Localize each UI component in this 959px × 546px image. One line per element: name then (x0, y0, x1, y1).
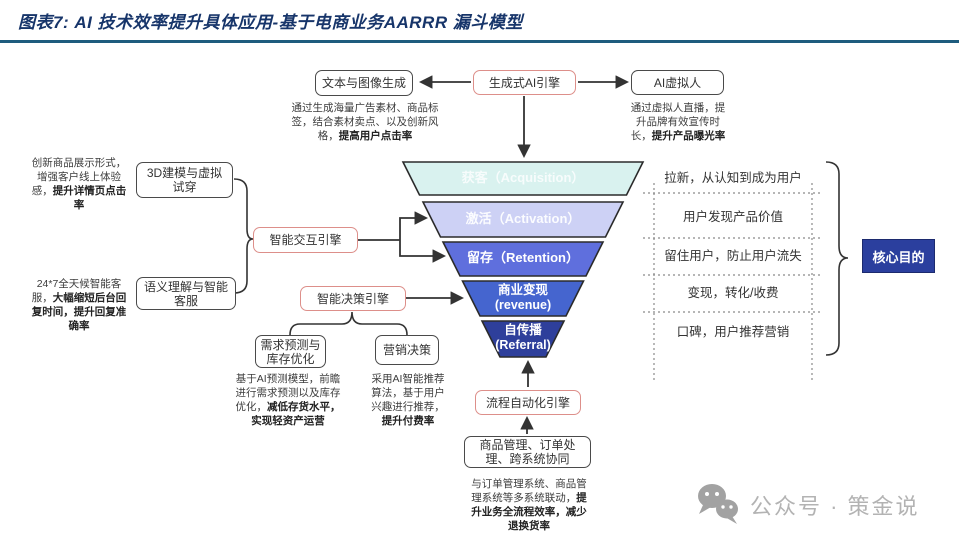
box-decision-engine: 智能决策引擎 (300, 286, 406, 311)
box-operations-label: 商品管理、订单处理、跨系统协同 (479, 438, 576, 466)
funnel-label-revenue-line1: 商业变现 (497, 283, 548, 297)
funnel-desc-acquisition: 拉新，从认知到成为用户 (664, 171, 802, 185)
note-text-bold: 提高用户点击率 (338, 130, 413, 142)
note-text-bold: 提升详情页点击率 (52, 185, 127, 211)
box-3d-modeling-label: 3D建模与虚拟试穿 (146, 166, 223, 194)
box-demand-forecast: 需求预测与库存优化 (255, 335, 326, 368)
funnel-layer-activation-shape (421, 201, 625, 238)
watermark-text: 公众号 · 策金说 (750, 494, 920, 519)
funnel-desc-revenue: 变现，转化/收费 (687, 286, 779, 300)
box-marketing-decision-label: 营销决策 (382, 343, 431, 357)
funnel-layer-retention-shape (441, 241, 605, 277)
note-text: 通过生成海量广告素材、商品标签，结合素材卖点、以及创新风格， (291, 102, 439, 142)
note-text: 与订单管理系统、商品管理系统等多系统联动， (471, 478, 587, 504)
funnel-label-activation: 激活（Activation） (465, 211, 581, 226)
box-operations: 商品管理、订单处理、跨系统协同 (464, 436, 591, 468)
note-smart-service: 24*7全天候智能客服，大幅缩短后台回复时间，提升回复准确率 (30, 277, 128, 333)
funnel-layer-revenue-shape (461, 280, 585, 317)
box-generative-ai-engine-label: 生成式AI引擎 (488, 75, 561, 90)
box-3d-modeling: 3D建模与虚拟试穿 (136, 162, 233, 198)
funnel-label-revenue-line2: (revenue) (494, 298, 552, 312)
arrow-interaction-to-activation (399, 211, 429, 240)
note-text-bold: 提升付费率 (381, 415, 435, 427)
box-marketing-decision: 营销决策 (375, 335, 439, 365)
note-text: 通过虚拟人直播，提升品牌有效宣传时长， (630, 102, 726, 142)
box-semantic-service-label: 语义理解与智能客服 (143, 279, 228, 308)
funnel-label-referral: 自传播 (Referral) (443, 323, 603, 353)
brace-left-interaction (233, 178, 254, 294)
box-demand-forecast-label: 需求预测与库存优化 (260, 337, 321, 366)
funnel-label-retention: 留存（Retention） (467, 250, 579, 265)
funnel-label-revenue: 商业变现 (revenue) (443, 283, 603, 313)
note-text-image-generation: 通过生成海量广告素材、商品标签，结合素材卖点、以及创新风格，提高用户点击率 (287, 101, 443, 143)
note-text-bold: 大幅缩短后台回复时间，提升回复准确率 (31, 292, 127, 332)
funnel-layer-acquisition-shape (401, 161, 645, 196)
box-ai-virtual-human: AI虚拟人 (631, 70, 724, 95)
note-text: 24*7全天候智能客服， (31, 278, 122, 304)
note-3d-modeling: 创新商品展示形式，增强客户线上体验感，提升详情页点击率 (30, 156, 128, 212)
note-operations: 与订单管理系统、商品管理系统等多系统联动，提升业务全流程效率，减少退换货率 (468, 477, 590, 533)
box-generative-ai-engine: 生成式AI引擎 (473, 70, 576, 95)
box-text-image-generation: 文本与图像生成 (315, 70, 413, 96)
brace-decision-children (289, 311, 408, 336)
goal-box-label: 核心目的 (872, 249, 925, 265)
note-text-bold: 提升业务全流程效率，减少退换货率 (471, 492, 587, 532)
funnel-label-referral-line2: (Referral) (495, 338, 551, 352)
funnel-layer-referral-shape (480, 320, 566, 358)
chart-title: 图表7: AI 技术效率提升具体应用-基于电商业务AARRR 漏斗模型 (18, 13, 523, 32)
note-text: 创新商品展示形式，增强客户线上体验感， (31, 157, 127, 197)
box-interaction-engine-label: 智能交互引擎 (269, 233, 342, 247)
note-text: 基于AI预测模型，前瞻进行需求预测以及库存优化， (235, 373, 341, 413)
watermark: 公众号 · 策金说 (696, 482, 920, 528)
box-decision-engine-label: 智能决策引擎 (316, 291, 389, 306)
note-marketing-decision: 采用AI智能推荐算法，基于用户兴趣进行推荐， 提升付费率 (368, 372, 448, 428)
arrow-interaction-to-retention (399, 240, 447, 263)
box-automation-engine-label: 流程自动化引擎 (485, 395, 570, 410)
note-text-bold: 减低存货水平，实现轻资产运营 (251, 401, 341, 427)
title-underline (0, 40, 959, 43)
box-interaction-engine: 智能交互引擎 (253, 227, 358, 253)
wechat-icon (698, 484, 738, 524)
funnel-desc-retention: 留住用户，防止用户流失 (664, 249, 802, 263)
funnel-desc-referral: 口碑，用户推荐营销 (676, 325, 790, 339)
note-demand-forecast: 基于AI预测模型，前瞻进行需求预测以及库存优化，减低存货水平，实现轻资产运营 (234, 372, 342, 428)
note-text-bold: 提升产品曝光率 (651, 130, 726, 142)
goal-box: 核心目的 (862, 239, 935, 273)
funnel-label-acquisition: 获客（Acquisition） (461, 170, 585, 185)
box-ai-virtual-human-label: AI虚拟人 (653, 75, 702, 90)
funnel-label-referral-line1: 自传播 (504, 323, 542, 337)
box-text-image-generation-label: 文本与图像生成 (321, 76, 406, 90)
brace-right-goal (825, 161, 849, 356)
box-automation-engine: 流程自动化引擎 (475, 390, 581, 415)
box-semantic-service: 语义理解与智能客服 (136, 277, 236, 310)
note-ai-virtual-human: 通过虚拟人直播，提升品牌有效宣传时长，提升产品曝光率 (627, 101, 729, 143)
note-text: 采用AI智能推荐算法，基于用户兴趣进行推荐， (371, 373, 445, 413)
funnel-desc-activation: 用户发现产品价值 (682, 210, 783, 224)
